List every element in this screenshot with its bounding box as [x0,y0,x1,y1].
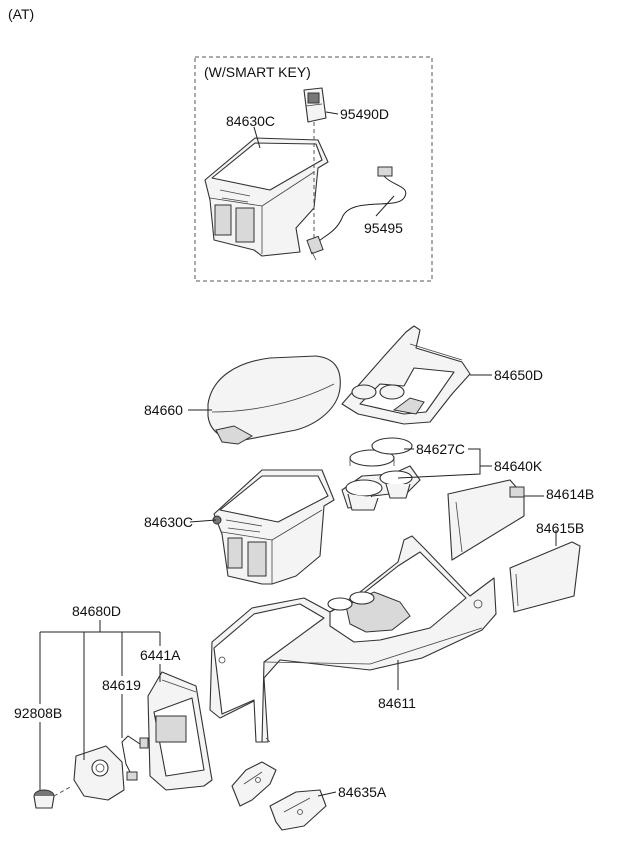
shifter-bezel-84650D [341,325,471,425]
inset-title: (W/SMART KEY) [204,64,311,80]
leader-84640K [397,448,481,479]
side-panel-84615B [509,541,581,613]
label-inset-84630C: 84630C [226,113,275,129]
cup-holder-84627C [349,437,413,467]
label-95495: 95495 [364,220,403,236]
label-84627C: 84627C [416,441,465,457]
label-84614B: 84614B [546,486,594,502]
label-84615B: 84615B [536,520,584,536]
inset-console-box-84630C [204,137,329,257]
label-95490D: 95490D [340,106,389,122]
side-panel-84614B [447,479,525,561]
label-6441A: 6441A [140,647,181,663]
panel-84680D [73,745,125,801]
leader-84635A [317,791,337,797]
variant-label: (AT) [8,6,34,22]
cup-holder-tray-84640K [341,465,421,511]
smart-key-inset: (W/SMART KEY) 84630C [194,56,433,282]
label-84619: 84619 [102,677,141,693]
bracket-84635A [231,761,327,831]
console-box-84630C [212,469,335,585]
label-84611: 84611 [378,695,416,711]
socket-92808B [33,785,73,809]
harness-84619 [121,735,149,781]
rear-panel-6441A [147,671,213,791]
label-84630C: 84630C [144,514,193,530]
label-84660: 84660 [144,402,183,418]
label-84640K: 84640K [494,458,543,474]
label-84635A: 84635A [338,784,387,800]
label-92808B: 92808B [14,705,62,721]
label-84650D: 84650D [494,367,543,383]
leader-84680D-tree [39,620,161,790]
armrest-84660 [207,355,341,445]
smart-key-holder-95490D [303,87,327,240]
harness-95495 [306,166,407,261]
leader-84630C [189,519,217,523]
console-body-84611 [209,535,497,743]
label-84680D: 84680D [72,603,121,619]
